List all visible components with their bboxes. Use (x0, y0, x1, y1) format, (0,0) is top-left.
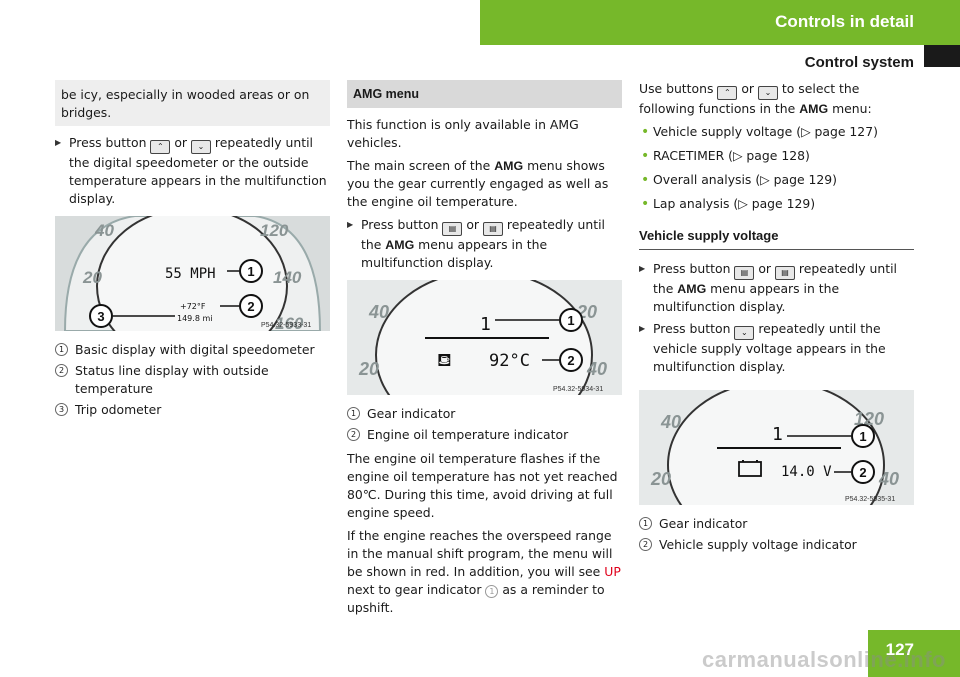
down-button-icon: ⌄ (734, 326, 755, 340)
tick-40-right: 40 (878, 469, 899, 489)
down-button-icon: ⌄ (757, 86, 778, 100)
up-button-icon: ⌃ (717, 86, 738, 100)
oil-can-icon: ⛾ (437, 350, 452, 371)
voltage-figure: 40 120 20 40 1 14.0 V 1 2 P54.32-5935-31 (639, 390, 914, 505)
chapter-header-band: Controls in detail (480, 0, 960, 45)
legend-number: 2 (639, 538, 652, 551)
tick-20-left: 20 (650, 469, 671, 489)
voltage-readout: 14.0 V (781, 464, 832, 480)
function-list-item: Lap analysis (▷ page 129) (639, 195, 914, 213)
intro-text: This function is only available in AMG v… (347, 117, 579, 150)
legend-number: 1 (347, 407, 360, 420)
column-1: be icy, especially in wooded areas or on… (55, 80, 330, 422)
overspeed-text: If the engine reaches the overspeed rang… (347, 528, 621, 615)
speedometer-figure: 40 120 20 140 160 55 MPH +72°F 149.8 mi … (55, 216, 330, 331)
corner-tab (924, 45, 960, 67)
amg-oil-figure: 40 20 20 40 1 ⛾ 92°C 1 2 P54.32-5934-31 (347, 280, 622, 395)
tick-160: 160 (275, 314, 304, 331)
column-3: Use buttons ⌃ or ⌄ to select the followi… (639, 80, 914, 557)
menu-left-button-icon: ▤ (734, 266, 755, 280)
select-functions-text: Use buttons ⌃ or ⌄ to select the followi… (639, 81, 872, 116)
tick-40: 40 (94, 221, 114, 240)
menu-right-button-icon: ▤ (774, 266, 795, 280)
tick-140: 140 (273, 268, 302, 287)
section-title: Control system (804, 54, 914, 71)
battery-icon (738, 460, 762, 477)
legend-number: 1 (639, 517, 652, 530)
tick-120: 120 (854, 409, 884, 429)
chapter-title: Controls in detail (775, 12, 914, 31)
function-list-item: Vehicle supply voltage (▷ page 127) (639, 123, 914, 141)
watermark: carmanualsonline.info (702, 647, 946, 672)
callout-2: 2 (247, 299, 254, 314)
tick-20-left: 20 (358, 359, 379, 379)
oil-flash-text: The engine oil temperature flashes if th… (347, 451, 618, 520)
tick-40-right: 40 (586, 359, 607, 379)
legend-number: 1 (55, 343, 68, 356)
amg-oil-illustration: 40 20 20 40 1 ⛾ 92°C 1 2 P54.32-5934-31 (347, 280, 622, 395)
figure-code: P54.32-5935-31 (845, 496, 895, 503)
tick-40-left: 40 (660, 412, 681, 432)
callout-1: 1 (567, 313, 574, 328)
up-button-icon: ⌃ (150, 140, 171, 154)
vehicle-supply-voltage-heading: Vehicle supply voltage (639, 227, 914, 250)
instruction-step: Press button ⌃ or ⌄ repeatedly until the… (55, 134, 330, 208)
instruction-step: Press button ▤ or ▤ repeatedly until the… (347, 216, 622, 272)
callout-3: 3 (97, 309, 104, 324)
upshift-label: UP (604, 564, 621, 579)
callout-1: 1 (859, 429, 866, 444)
legend-number: 2 (347, 428, 360, 441)
function-list-item: RACETIMER (▷ page 128) (639, 147, 914, 165)
column-2: AMG menu This function is only available… (347, 80, 622, 622)
callout-2: 2 (567, 353, 574, 368)
speed-readout: 55 MPH (165, 266, 216, 282)
odo-readout: 149.8 mi (177, 314, 212, 323)
oil-temp-readout: 92°C (489, 351, 530, 371)
gear-readout: 1 (480, 314, 491, 335)
figure-code: P54.32-5934-31 (553, 386, 603, 393)
tick-120: 120 (260, 221, 289, 240)
menu-left-button-icon: ▤ (442, 222, 463, 236)
down-button-icon: ⌄ (190, 140, 211, 154)
main-screen-text: The main screen of the AMG menu shows yo… (347, 158, 609, 209)
instruction-step: Press button ▤ or ▤ repeatedly until the… (639, 260, 914, 316)
instruction-step: Press button ⌄ repeatedly until the vehi… (639, 320, 914, 376)
function-list-item: Overall analysis (▷ page 129) (639, 171, 914, 189)
note-box: be icy, especially in wooded areas or on… (55, 80, 330, 126)
page-number-tab: 127 (868, 630, 960, 677)
gear-readout: 1 (772, 424, 783, 445)
speedometer-illustration: 40 120 20 140 160 55 MPH +72°F 149.8 mi … (55, 216, 330, 331)
inline-callout: 1 (485, 585, 499, 598)
voltage-illustration: 40 120 20 40 1 14.0 V 1 2 P54.32-5935-31 (639, 390, 914, 505)
temp-readout: +72°F (180, 302, 206, 311)
amg-menu-heading: AMG menu (347, 80, 622, 108)
legend-number: 3 (55, 403, 68, 416)
callout-1: 1 (247, 264, 254, 279)
menu-right-button-icon: ▤ (482, 222, 503, 236)
tick-40-left: 40 (368, 302, 389, 322)
legend-number: 2 (55, 364, 68, 377)
tick-20: 20 (82, 268, 102, 287)
callout-2: 2 (859, 465, 866, 480)
page-number: 127 (885, 640, 914, 659)
figure-code: P54.32-5933-31 (261, 322, 311, 329)
